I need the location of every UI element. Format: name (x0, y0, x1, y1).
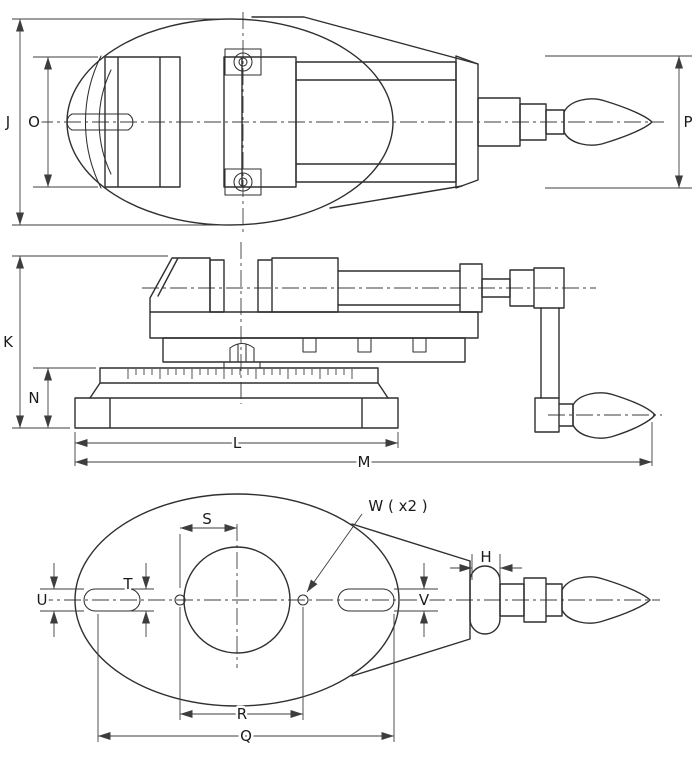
side-view: K N L M (1, 242, 662, 474)
jaw-clamp-tabs (224, 48, 262, 196)
clamp-boss-top (233, 52, 253, 72)
oval-base-outline (74, 493, 400, 707)
ball-handle-knob (561, 576, 651, 624)
lead-screw-cylinder (337, 270, 461, 306)
dim-S: S (179, 508, 237, 588)
bolt-slot-left (83, 588, 141, 612)
dim-J-extension-lines (12, 18, 242, 226)
base-plate (74, 397, 399, 429)
dim-label-Q: Q (240, 727, 252, 745)
dim-O-extension-lines (33, 56, 98, 188)
dim-label-L: L (233, 434, 242, 452)
dim-label-V: V (419, 591, 430, 609)
dim-J: J (2, 18, 242, 226)
knob-neck (545, 109, 565, 135)
dim-label-H: H (480, 548, 491, 566)
swivel-base-arcs (84, 55, 112, 189)
dim-T: T (120, 563, 154, 637)
dim-label-U: U (37, 591, 48, 609)
dim-label-W: W ( x2 ) (368, 497, 427, 515)
shaft-collar (519, 103, 547, 141)
center-bore (183, 546, 291, 654)
dim-M: M (75, 422, 653, 474)
dim-label-O: O (28, 113, 40, 131)
clamp-boss-bottom (233, 172, 253, 192)
scale-tick-marks (127, 369, 353, 379)
dim-R-extension-lines (179, 607, 304, 720)
dim-label-M: M (358, 453, 371, 471)
clamp-boss-top-hole (238, 57, 248, 67)
mounting-hole-left (174, 594, 186, 606)
dim-label-J: J (5, 113, 10, 131)
dim-V: V (394, 563, 438, 637)
fixed-jaw-block (104, 56, 181, 188)
tslot-opening (66, 113, 134, 131)
dim-label-N: N (28, 389, 39, 407)
dim-label-K: K (3, 333, 14, 351)
drive-shaft (477, 97, 521, 147)
dim-N-extension-lines (33, 367, 96, 429)
dim-Q-extension-lines (97, 614, 395, 742)
dim-O: O (26, 56, 98, 188)
housing-top-edge (251, 16, 479, 65)
dim-U: U (34, 563, 84, 637)
screw-end-flange (459, 263, 483, 313)
slide-rail (149, 311, 479, 339)
movable-jaw-profile (257, 257, 339, 313)
dim-U-extension-lines (40, 588, 84, 612)
top-view: J O P (2, 12, 695, 232)
gib-screws (302, 337, 427, 353)
crank-arm (540, 307, 560, 399)
dim-W-callout: W ( x2 ) (306, 495, 430, 593)
dim-R: R (179, 607, 304, 726)
mounting-hole-right (297, 594, 309, 606)
dim-label-P: P (683, 113, 692, 131)
dim-H: H (450, 546, 522, 580)
dim-label-R: R (237, 705, 247, 723)
clamp-nut (229, 342, 255, 363)
fixed-jaw-plate (209, 259, 225, 313)
dim-label-T: T (122, 575, 133, 593)
crank-boss (509, 267, 565, 309)
bolt-slot-right (337, 588, 395, 612)
dim-W-leader-line (306, 513, 363, 593)
dim-P: P (545, 55, 695, 189)
saddle (162, 337, 466, 363)
dim-N: N (26, 367, 96, 429)
bottom-view: S W ( x2 ) H U T V (34, 493, 660, 748)
ball-handle-knob (563, 98, 653, 146)
shaft-collar (523, 577, 563, 623)
dim-label-S: S (202, 510, 212, 528)
housing-bottom-edge (329, 185, 463, 209)
clamp-boss-bottom-hole (238, 177, 248, 187)
dim-Q: Q (97, 614, 395, 748)
grip-knob (572, 392, 656, 439)
dim-V-extension-lines (394, 588, 438, 612)
dim-P-extension-lines (545, 55, 692, 189)
